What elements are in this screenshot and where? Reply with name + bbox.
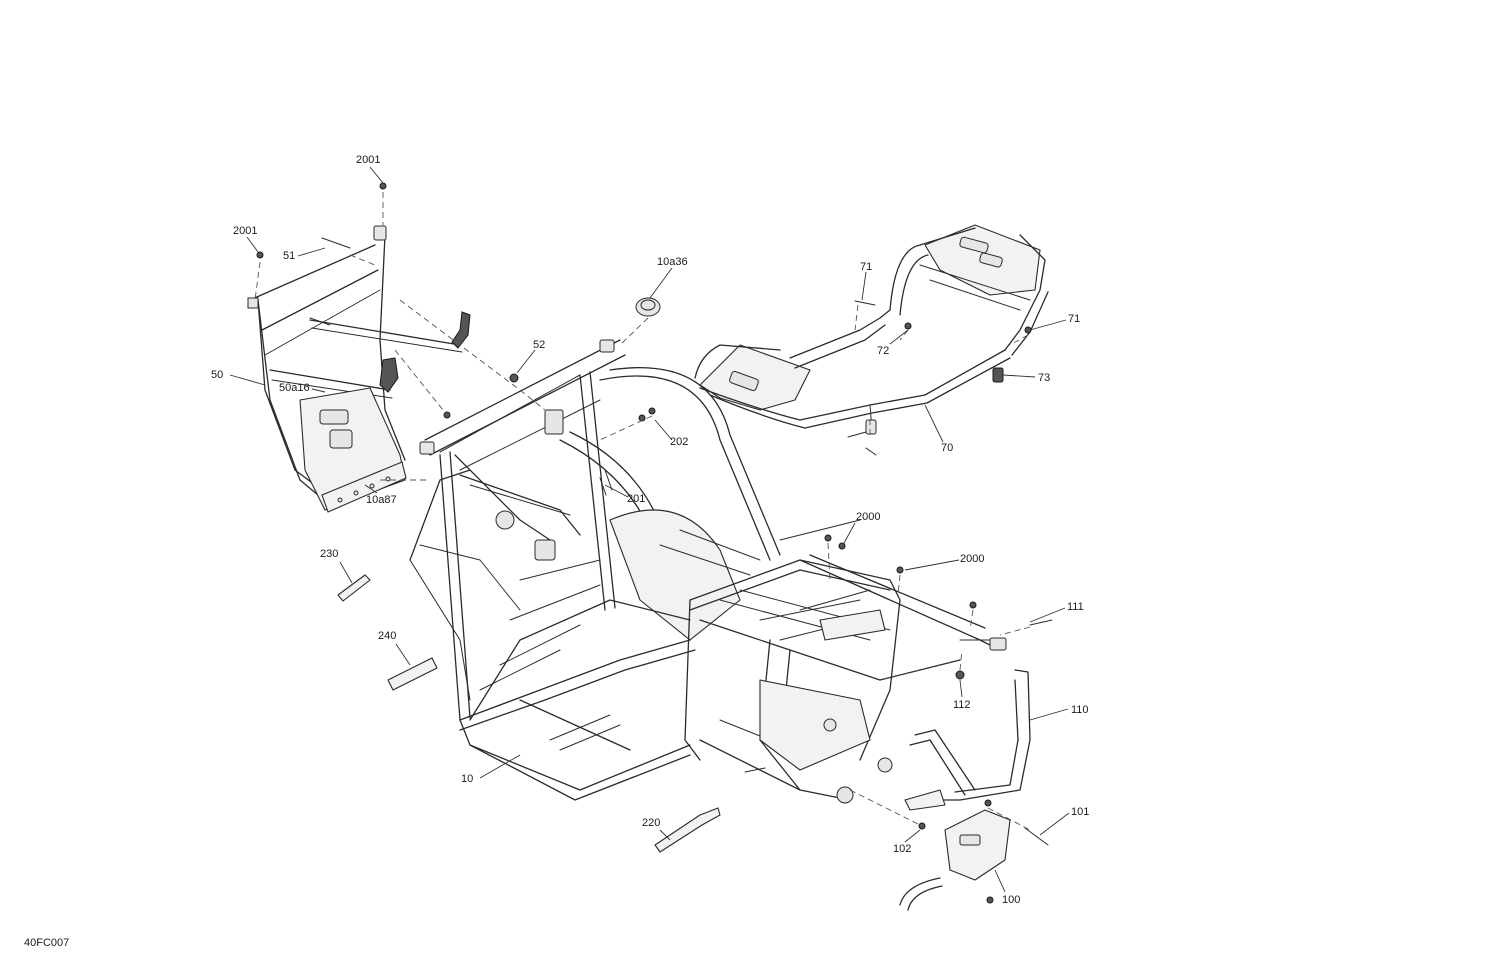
callout-50a16: 50a16 [279, 382, 310, 394]
callout-201: 201 [627, 493, 645, 505]
callout-71-right: 71 [1068, 313, 1080, 325]
hitch-bracket [899, 809, 1011, 911]
callout-51: 51 [283, 250, 295, 262]
front-frame-assembly [247, 225, 471, 513]
callout-102: 102 [893, 843, 911, 855]
callout-52: 52 [533, 339, 545, 351]
rear-bumper [904, 669, 1031, 811]
skid-plate-240 [387, 657, 438, 691]
callout-72: 72 [877, 345, 889, 357]
callout-112: 112 [953, 699, 971, 711]
callout-10a36: 10a36 [657, 256, 688, 268]
callout-2001-top: 2001 [356, 154, 380, 166]
callout-240: 240 [378, 630, 396, 642]
callout-101: 101 [1071, 806, 1089, 818]
callout-2001-left: 2001 [233, 225, 257, 237]
callout-2000-a: 2000 [856, 511, 880, 523]
drawing-code: 40FC007 [24, 937, 70, 949]
callout-100: 100 [1002, 894, 1020, 906]
main-frame [409, 339, 1007, 804]
callout-2000-b: 2000 [960, 553, 984, 565]
callout-202: 202 [670, 436, 688, 448]
rear-rack [694, 224, 1049, 435]
leader-lines [229, 166, 1070, 893]
callout-111: 111 [1067, 601, 1084, 613]
callout-110: 110 [1071, 704, 1089, 716]
callout-70: 70 [941, 442, 953, 454]
callout-230: 230 [320, 548, 338, 560]
skid-plate-220 [654, 807, 721, 853]
callout-10: 10 [461, 773, 473, 785]
callout-10a87: 10a87 [366, 494, 397, 506]
callout-71-top: 71 [860, 261, 872, 273]
cap-10a36 [635, 297, 661, 317]
callout-labels: 2001 2001 51 10a36 52 50 50a16 10a87 202… [211, 154, 1089, 906]
callout-220: 220 [642, 817, 660, 829]
assembly-lines [254, 192, 1031, 831]
callout-73: 73 [1038, 372, 1050, 384]
skid-plate-230 [337, 574, 371, 602]
callout-50: 50 [211, 369, 223, 381]
